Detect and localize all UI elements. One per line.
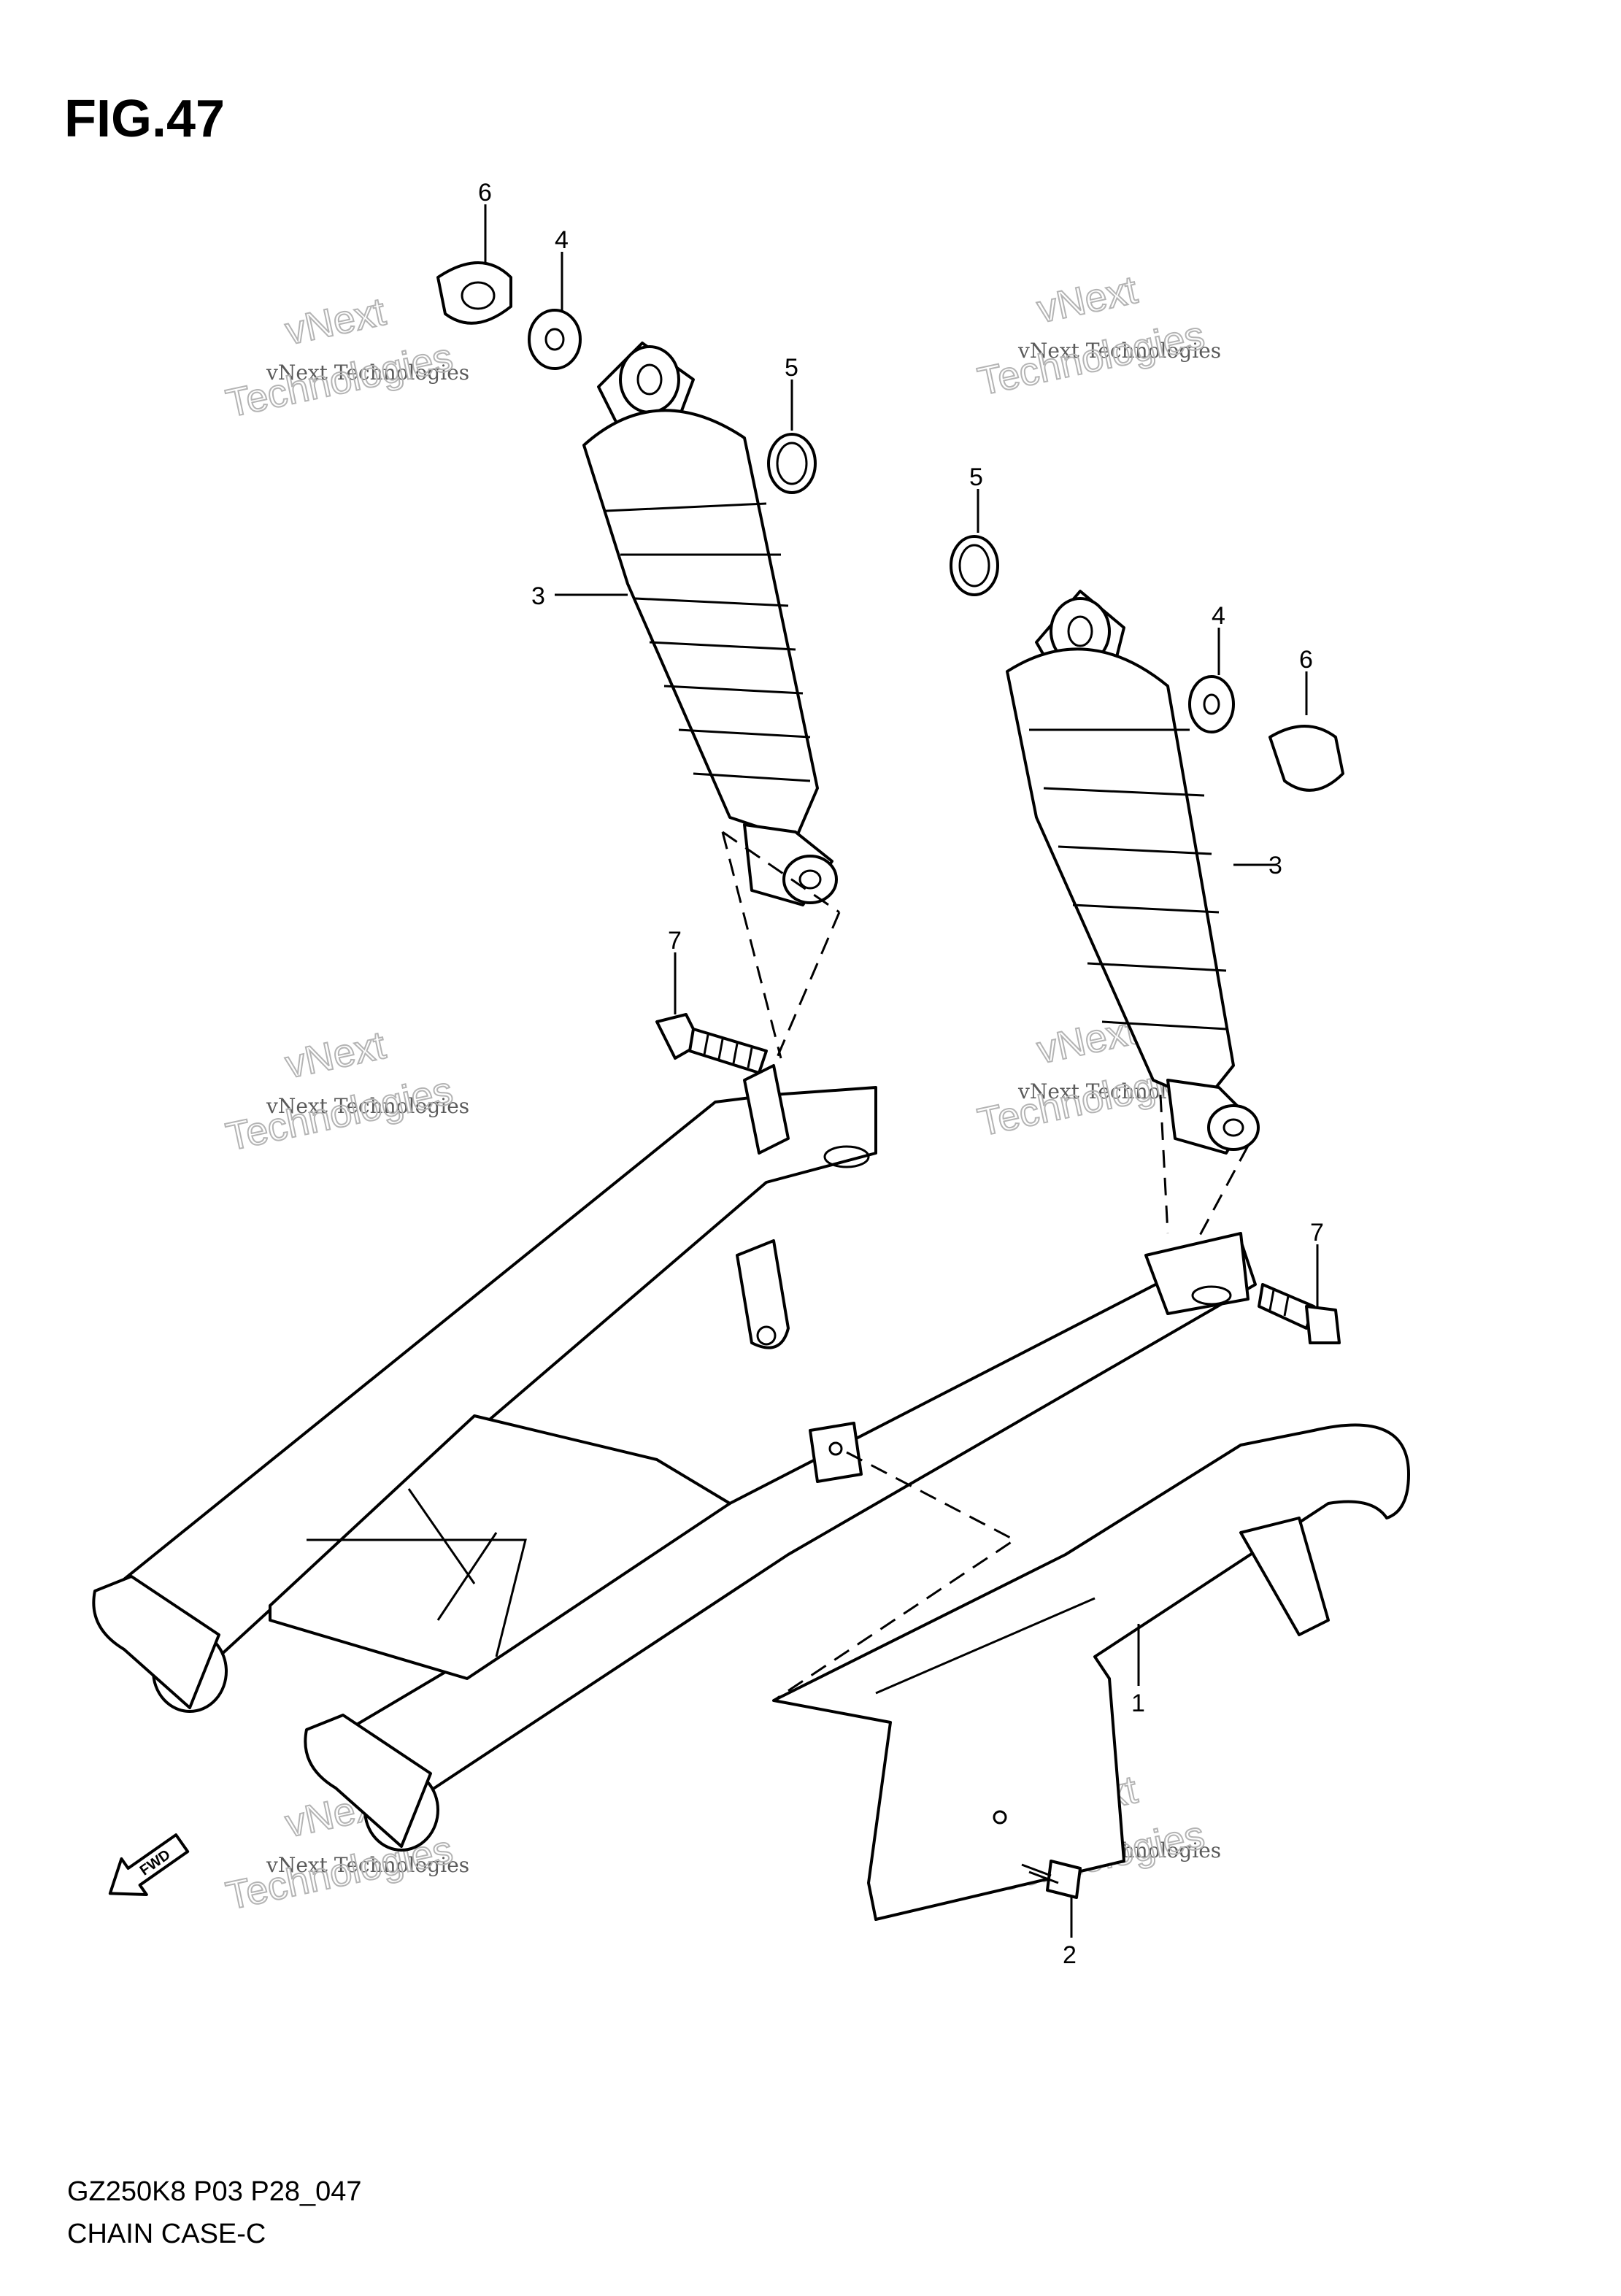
figure-code: GZ250K8 P03 P28_047 (67, 2176, 362, 2207)
shim-left (767, 433, 817, 494)
watermark-technologies: Technologies (223, 335, 457, 425)
bolt-right (1258, 1283, 1341, 1344)
callout-4-left: 4 (555, 226, 569, 254)
callout-6-left: 6 (478, 179, 492, 207)
swingarm (92, 1064, 1257, 1852)
leader-lines (484, 204, 1319, 1938)
washer-left (528, 309, 582, 370)
watermark-top-right: vNext vNext Technologies Technologies (974, 267, 1221, 404)
fwd-arrow-icon: FWD (108, 1833, 190, 1897)
watermark-vnext: vNext (282, 290, 390, 353)
washer-right (1188, 675, 1235, 733)
callout-5-right: 5 (969, 463, 983, 491)
bolt-left (655, 1013, 768, 1074)
watermark-caption: vNext Technologies (1017, 339, 1221, 363)
watermark-caption: vNext Technologies (266, 1094, 469, 1118)
figure-name: CHAIN CASE-C (67, 2219, 266, 2249)
nut-left (436, 261, 512, 325)
watermark-caption: vNext Technologies (266, 361, 469, 385)
assembly-guides (721, 831, 1250, 1702)
screw (1021, 1860, 1082, 1899)
shock-absorber-right (1006, 590, 1260, 1155)
callout-3-left: 3 (531, 582, 545, 610)
callout-7-left: 7 (668, 927, 682, 955)
watermark-vnext: vNext (1033, 268, 1141, 331)
watermark-vnext: vNext (282, 1023, 390, 1087)
chain-case (772, 1423, 1410, 1921)
callout-4-right: 4 (1212, 602, 1225, 630)
callout-3-right: 3 (1268, 852, 1282, 879)
watermark-caption: vNext Technologies (266, 1853, 469, 1877)
callout-5-left: 5 (785, 354, 798, 382)
shim-right (950, 535, 999, 596)
watermark-top-left: vNext vNext Technologies Technologies (222, 289, 469, 426)
watermark-mid-left: vNext vNext Technologies Technologies (222, 1022, 469, 1160)
callout-2: 2 (1063, 1941, 1077, 1969)
watermark-technologies: Technologies (223, 1068, 457, 1159)
shock-absorber-left (582, 342, 838, 906)
callout-1: 1 (1131, 1690, 1145, 1717)
figure-title: FIG.47 (64, 90, 226, 148)
callout-6-right: 6 (1299, 646, 1313, 674)
callout-7-right: 7 (1310, 1219, 1324, 1247)
nut-right (1268, 725, 1344, 792)
watermark-technologies: Technologies (974, 313, 1209, 404)
